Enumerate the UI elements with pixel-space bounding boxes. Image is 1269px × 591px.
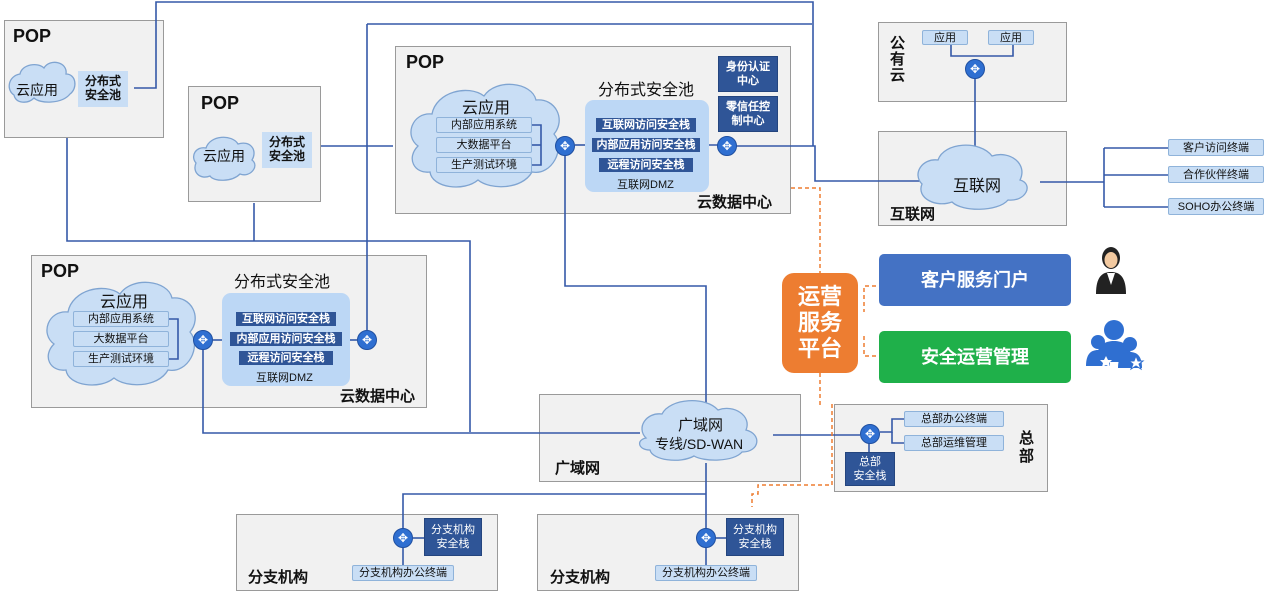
branch2-security-stack: 分支机构 安全栈	[726, 518, 784, 556]
router-icon: ✥	[717, 136, 737, 156]
dc-top-cloud-label: 云应用	[462, 100, 511, 117]
stack-internal-app-access: 内部应用访问安全栈	[230, 332, 342, 346]
router-icon: ✥	[696, 528, 716, 548]
public-cloud-label: 公 有 云	[890, 36, 905, 84]
pool-line-2: 安全池	[84, 88, 121, 102]
branch2-office-terminal: 分支机构办公终端	[655, 565, 757, 581]
person-icon	[1096, 247, 1126, 294]
branch-stack-line-2: 安全栈	[436, 538, 470, 550]
router-icon: ✥	[393, 528, 413, 548]
stack-remote-access: 远程访问安全栈	[239, 351, 333, 365]
app-internal-systems: 内部应用系统	[436, 117, 532, 133]
dc-left-pool-title: 分布式安全池	[234, 274, 331, 291]
ops-line-3: 平台	[797, 336, 842, 361]
hq-ops-management: 总部运维管理	[904, 435, 1004, 451]
zero-trust-control-center: 零信任控 制中心	[718, 96, 778, 132]
pop1-security-pool: 分布式 安全池	[78, 71, 128, 107]
public-cloud-char-3: 云	[890, 67, 906, 84]
branch-stack-line-2: 安全栈	[738, 538, 772, 550]
public-app-1: 应用	[922, 30, 968, 45]
customer-service-portal[interactable]: 客户服务门户	[879, 254, 1071, 306]
hq-security-stack: 总部 安全栈	[845, 452, 895, 486]
team-icon	[1086, 320, 1145, 371]
pool-line-2: 安全池	[268, 149, 305, 163]
branch1-security-stack: 分支机构 安全栈	[424, 518, 482, 556]
public-cloud-char-1: 公	[890, 35, 906, 52]
dc-left-cloud-label: 云应用	[100, 294, 149, 311]
hq-char-1: 总	[1019, 430, 1035, 447]
router-icon: ✥	[965, 59, 985, 79]
ops-service-platform: 运营 服务 平台	[782, 273, 858, 373]
internet-label: 互联网	[890, 206, 936, 223]
branch1-office-terminal: 分支机构办公终端	[352, 565, 454, 581]
dc-top-dmz-label: 互联网DMZ	[617, 179, 674, 191]
router-icon: ✥	[193, 330, 213, 350]
stack-internet-access: 互联网访问安全栈	[596, 118, 696, 132]
wan-cloud-line-2: 专线/SD-WAN	[655, 436, 744, 452]
branch1-label: 分支机构	[248, 569, 309, 586]
app-test-env: 生产测试环境	[73, 351, 169, 367]
dc-left-dmz-label: 互联网DMZ	[256, 372, 313, 384]
public-app-2: 应用	[988, 30, 1034, 45]
stack-internal-app-access: 内部应用访问安全栈	[592, 138, 700, 152]
router-icon: ✥	[357, 330, 377, 350]
terminal-customer: 客户访问终端	[1168, 139, 1264, 156]
pop1-label: POP	[13, 26, 52, 46]
cloud-icon	[8, 61, 76, 103]
terminal-partner: 合作伙伴终端	[1168, 166, 1264, 183]
stack-internet-access: 互联网访问安全栈	[236, 312, 336, 326]
app-big-data: 大数据平台	[436, 137, 532, 153]
zero-trust-line-2: 制中心	[731, 115, 765, 127]
security-ops-management[interactable]: 安全运营管理	[879, 331, 1071, 383]
router-icon: ✥	[860, 424, 880, 444]
wan-cloud-line-1: 广域网	[678, 417, 724, 434]
branch2-label: 分支机构	[550, 569, 611, 586]
pop3-label: POP	[406, 52, 445, 72]
dc-left-label: 云数据中心	[340, 388, 416, 405]
identity-line-1: 身份认证	[726, 61, 770, 73]
zero-trust-line-1: 零信任控	[726, 101, 770, 113]
public-cloud-char-2: 有	[890, 51, 906, 68]
identity-line-2: 中心	[737, 75, 759, 87]
dc-top-label: 云数据中心	[697, 194, 773, 211]
identity-auth-center: 身份认证 中心	[718, 56, 778, 92]
pop2-security-pool: 分布式 安全池	[262, 132, 312, 168]
pool-line-1: 分布式	[268, 135, 305, 149]
hq-char-2: 部	[1019, 448, 1035, 465]
internet-cloud-label: 互联网	[953, 178, 1002, 195]
pool-line-1: 分布式	[84, 74, 121, 88]
dc-top-pool-title: 分布式安全池	[598, 82, 695, 99]
app-big-data: 大数据平台	[73, 331, 169, 347]
hq-stack-line-1: 总部	[859, 456, 881, 468]
branch-stack-line-1: 分支机构	[733, 524, 777, 536]
ops-line-1: 运营	[797, 284, 842, 309]
pop4-label: POP	[41, 261, 80, 281]
pop2-label: POP	[201, 93, 240, 113]
terminal-soho: SOHO办公终端	[1168, 198, 1264, 215]
wan-label: 广域网	[555, 460, 601, 477]
hq-label: 总 部	[1019, 430, 1034, 466]
hq-office-terminal: 总部办公终端	[904, 411, 1004, 427]
hq-stack-line-2: 安全栈	[853, 470, 887, 482]
ops-line-2: 服务	[797, 310, 842, 335]
app-test-env: 生产测试环境	[436, 157, 532, 173]
branch-stack-line-1: 分支机构	[431, 524, 475, 536]
pop2-cloud-label: 云应用	[203, 148, 245, 164]
stack-remote-access: 远程访问安全栈	[599, 158, 693, 172]
app-internal-systems: 内部应用系统	[73, 311, 169, 327]
router-icon: ✥	[555, 136, 575, 156]
pop1-cloud-label: 云应用	[16, 82, 58, 98]
